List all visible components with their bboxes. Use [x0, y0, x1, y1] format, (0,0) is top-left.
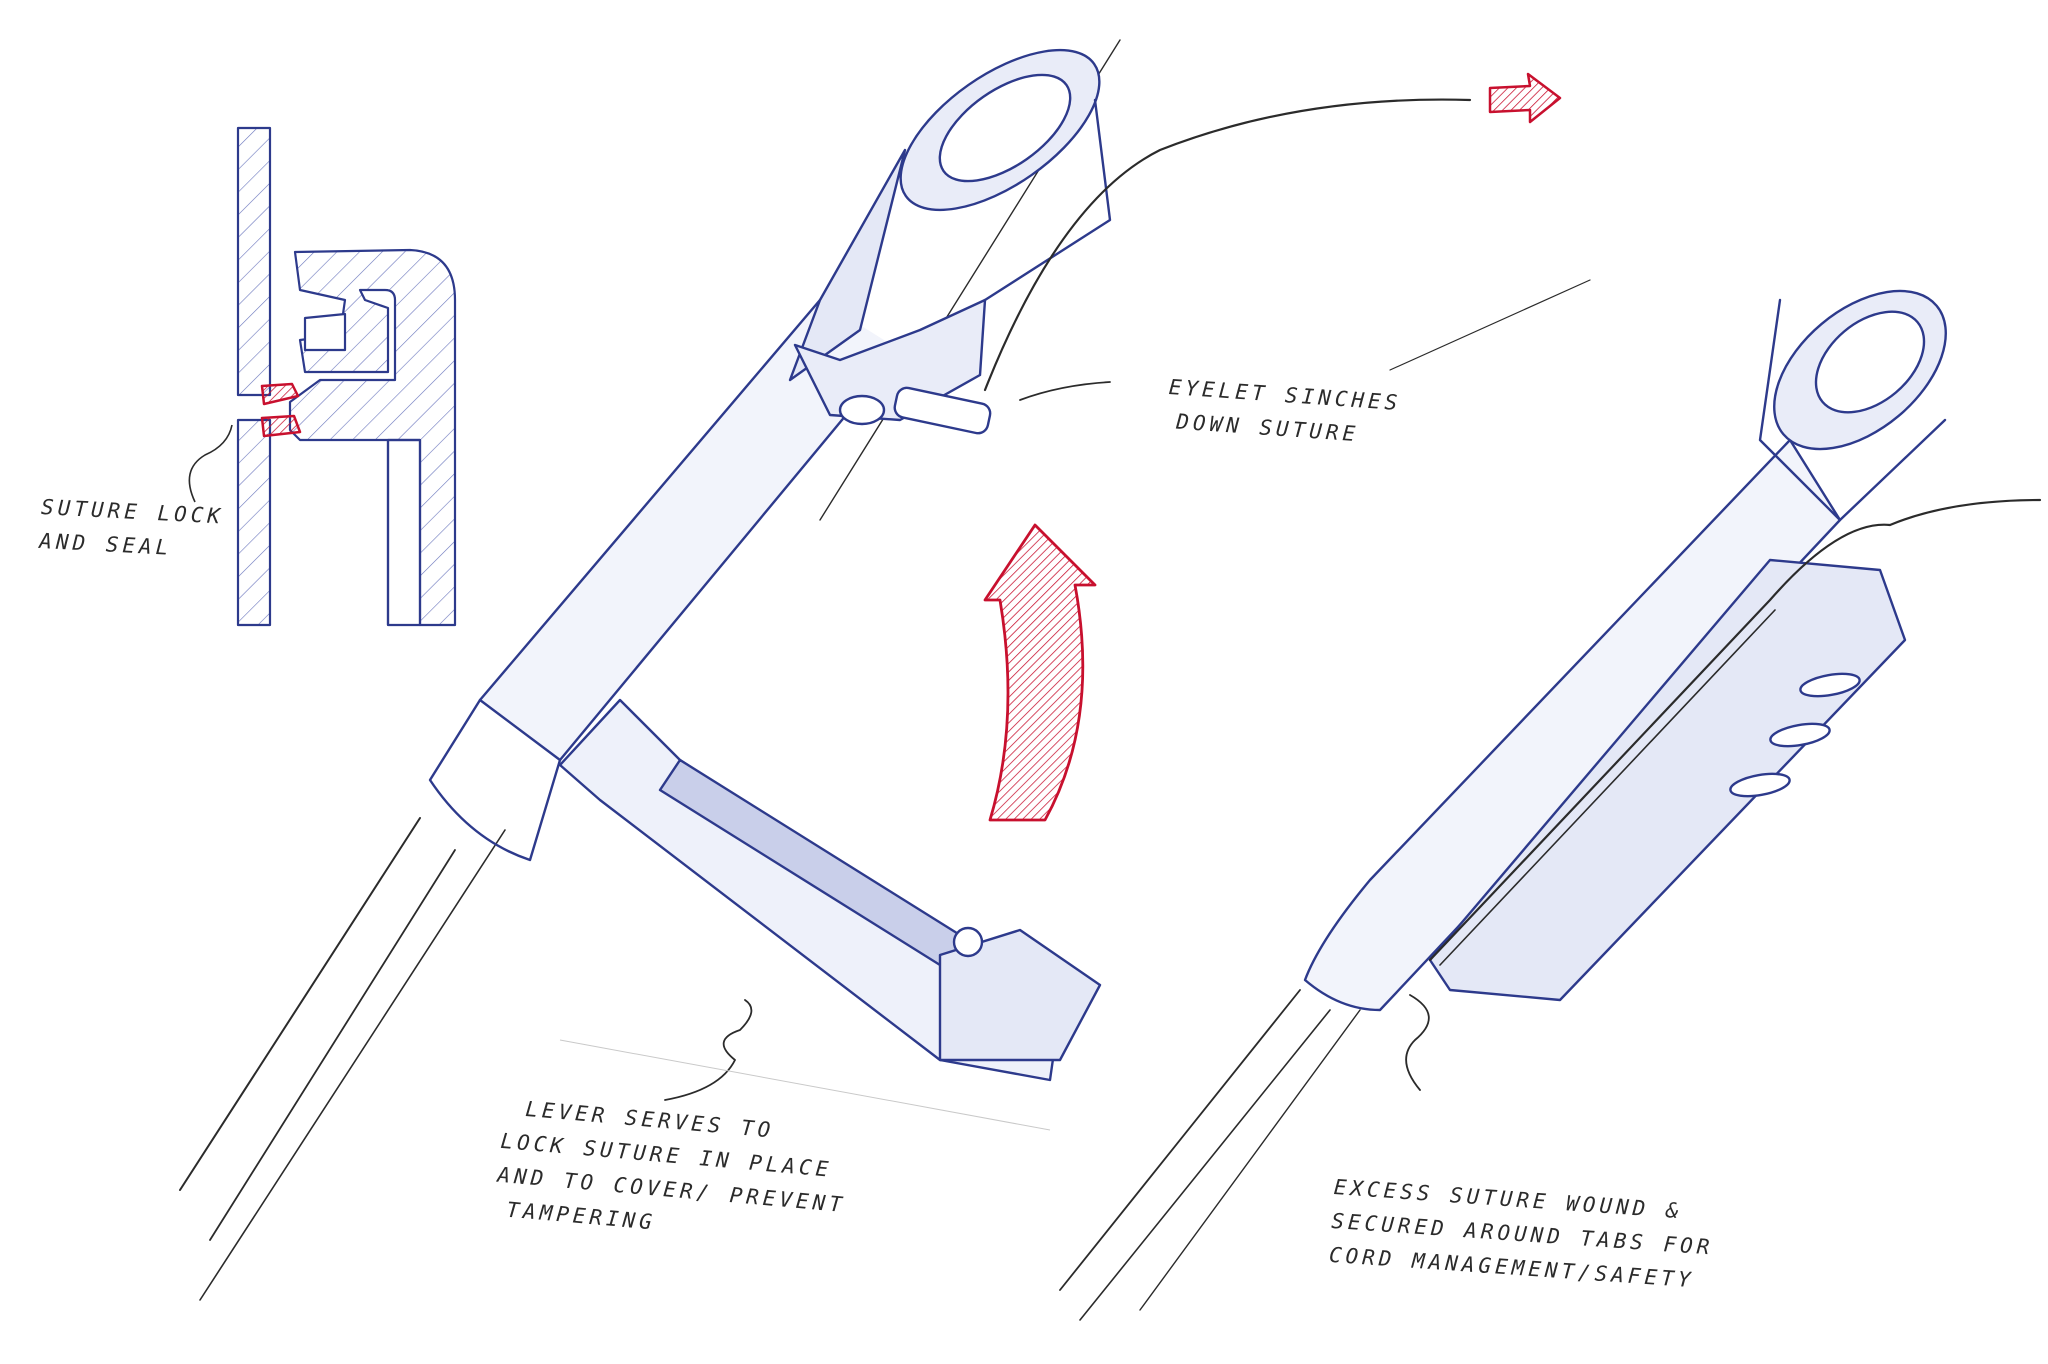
rotate-arrow-icon: [983, 523, 1097, 822]
construction-line: [559, 1039, 1051, 1131]
device-closed-lever: [1059, 279, 2042, 1321]
small-arrow-icon: [1488, 72, 1562, 124]
cross-section-detail: [188, 126, 457, 627]
device-open-lever: [179, 39, 1472, 1301]
note-suture-lock: SUTURE LOCK AND SEAL: [38, 490, 225, 567]
